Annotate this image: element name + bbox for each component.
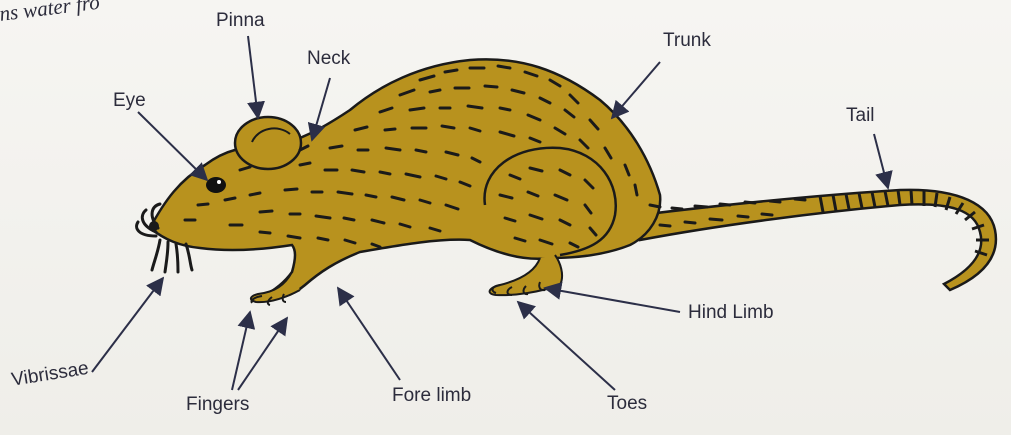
fore-limb-arrow: [338, 288, 400, 380]
label-eye: Eye: [113, 90, 146, 112]
pinna-ear: [235, 117, 301, 169]
eye-arrow: [138, 112, 207, 180]
trunk-arrow: [612, 62, 660, 118]
label-trunk: Trunk: [663, 30, 711, 52]
label-fingers: Fingers: [186, 394, 249, 416]
toes-arrow: [518, 302, 615, 390]
label-hind-limb: Hind Limb: [688, 302, 774, 324]
label-pinna: Pinna: [216, 10, 265, 32]
vibrissae-arrow: [92, 278, 163, 372]
label-toes: Toes: [607, 393, 647, 415]
tail: [640, 190, 996, 290]
eye: [206, 177, 226, 193]
hind-limb-arrow: [545, 288, 680, 312]
fingers-arrow-1: [232, 312, 250, 390]
tail-arrow: [874, 134, 888, 188]
rat-body: [150, 59, 660, 298]
pinna-arrow: [248, 36, 258, 118]
label-fore-limb: Fore limb: [392, 385, 471, 407]
label-tail: Tail: [846, 105, 875, 127]
label-neck: Neck: [307, 48, 350, 70]
